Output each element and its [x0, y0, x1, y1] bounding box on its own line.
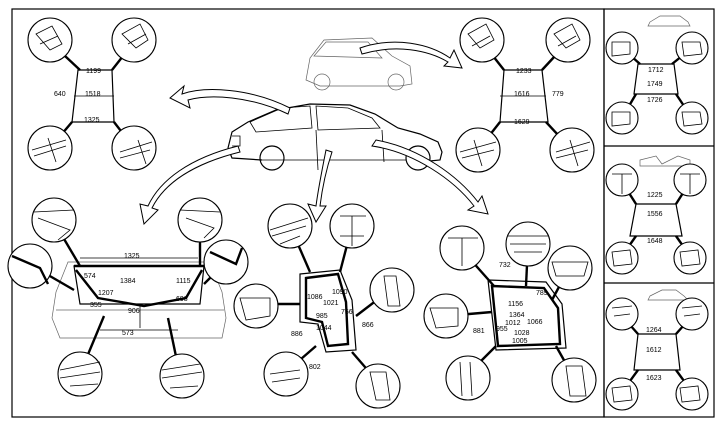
dim-rear-1207: 1207 — [98, 290, 114, 297]
top-right-group — [455, 17, 595, 173]
dim-right3-1612: 1612 — [646, 347, 662, 354]
dim-top-right-1629: 1629 — [514, 119, 530, 126]
dimension-labels: 1199 1518 640 1325 1233 1616 779 1629 13… — [54, 67, 664, 382]
dim-rear-1384: 1384 — [120, 278, 136, 285]
dim-rear-door-756: 756 — [341, 309, 353, 316]
side-frame — [603, 8, 715, 418]
rear-door-group — [233, 203, 415, 409]
arrow-to-top-right — [359, 41, 463, 69]
dim-front-door-1364: 1364 — [509, 312, 525, 319]
dim-rear-door-1021: 1021 — [323, 300, 339, 307]
right-section-1 — [605, 15, 709, 135]
dim-right1-1749: 1749 — [647, 81, 663, 88]
front-door-group — [423, 221, 597, 403]
dim-right3-1264: 1264 — [646, 327, 662, 334]
dim-front-door-1012: 1012 — [505, 320, 521, 327]
dim-rear-698: 698 — [176, 296, 188, 303]
rear-view-group — [7, 197, 249, 399]
dim-front-door-1028: 1028 — [514, 330, 530, 337]
dim-front-door-789: 789 — [536, 290, 548, 297]
dim-rear-574: 574 — [84, 273, 96, 280]
dim-right2-1648: 1648 — [647, 238, 663, 245]
dim-top-left-1518: 1518 — [85, 91, 101, 98]
right-section-3 — [605, 289, 709, 411]
arrow-to-rear — [139, 145, 241, 226]
right-section-2 — [605, 155, 707, 275]
dim-rear-1325: 1325 — [124, 253, 140, 260]
arrow-to-front-door — [371, 139, 489, 215]
dim-rear-door-1044: 1044 — [316, 325, 332, 332]
dim-right2-1556: 1556 — [647, 211, 663, 218]
dim-rear-355: 355 — [90, 302, 102, 309]
dim-rear-1115: 1115 — [176, 278, 191, 285]
top-left-group — [27, 17, 157, 171]
dim-right1-1712: 1712 — [648, 67, 664, 74]
dim-rear-door-1086: 1086 — [307, 294, 323, 301]
dim-rear-573: 573 — [122, 330, 134, 337]
dim-rear-door-802: 802 — [309, 364, 321, 371]
dim-rear-door-886: 886 — [291, 331, 303, 338]
arrow-to-top-left — [169, 84, 291, 115]
dim-right3-1623: 1623 — [646, 375, 662, 382]
dim-top-right-1616: 1616 — [514, 91, 530, 98]
dim-front-door-1156: 1156 — [508, 301, 523, 308]
dim-rear-door-985: 985 — [316, 313, 328, 320]
dim-front-door-1005: 1005 — [512, 338, 528, 345]
dim-rear-door-1090: 1090 — [332, 289, 348, 296]
car-rear-view-small — [305, 37, 413, 91]
dim-right2-1225: 1225 — [647, 192, 663, 199]
dim-top-right-779: 779 — [552, 91, 564, 98]
dim-top-left-640: 640 — [54, 91, 66, 98]
car-side-view — [227, 103, 443, 171]
dim-right1-1726: 1726 — [647, 97, 663, 104]
dim-front-door-1066: 1066 — [527, 319, 543, 326]
dim-front-door-955: 955 — [496, 326, 508, 333]
dim-front-door-732: 732 — [499, 262, 511, 269]
dim-rear-door-866: 866 — [362, 322, 374, 329]
dim-top-left-1199: 1199 — [86, 68, 101, 75]
dim-top-right-1233: 1233 — [516, 68, 532, 75]
dim-top-left-1325: 1325 — [84, 117, 100, 124]
dim-front-door-881: 881 — [473, 328, 485, 335]
arrow-to-rear-door — [307, 149, 333, 224]
dim-rear-906: 906 — [128, 308, 140, 315]
